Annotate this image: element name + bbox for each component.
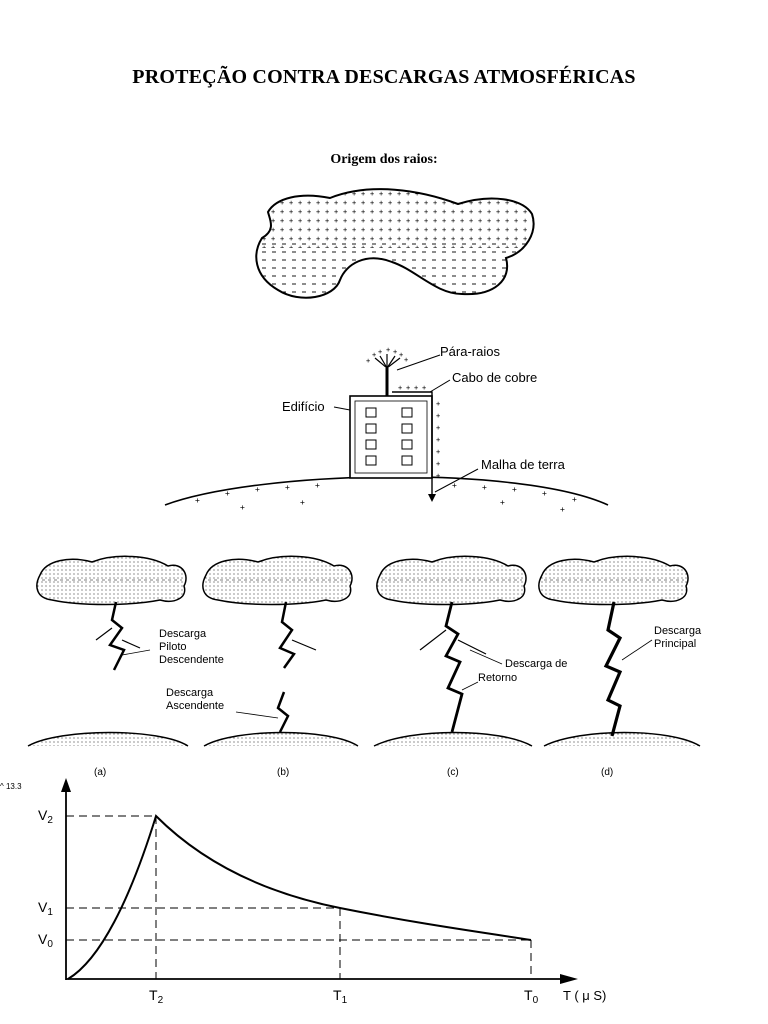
x-tick-t2: T2 [149, 987, 164, 1006]
lightning-rod-tip [374, 354, 401, 369]
svg-text:+: + [240, 503, 245, 512]
label-stage-d-line-1: Descarga [654, 625, 702, 637]
svg-text:+: + [404, 356, 408, 364]
ground-charges: + + + + + + + + + + + + + + [195, 481, 577, 514]
svg-text:+: + [378, 348, 382, 356]
building-body [349, 395, 433, 479]
label-stage-a-line-3: Descendente [159, 654, 224, 666]
svg-text:+: + [195, 496, 200, 505]
svg-text:+: + [512, 485, 517, 494]
svg-text:+: + [285, 483, 290, 492]
svg-text:+: + [406, 384, 410, 392]
svg-text:+: + [542, 489, 547, 498]
corner-mark: ^ 13.3 [0, 782, 22, 791]
copper-cable [392, 391, 433, 500]
building-windows [365, 407, 413, 466]
x-tick-t1: T1 [333, 987, 348, 1006]
svg-text:+: + [399, 351, 403, 359]
y-tick-v2: V2 [38, 807, 53, 826]
x-axis-label: T ( μ S) [563, 988, 606, 1003]
y-tick-v1: V1 [38, 899, 53, 918]
svg-text:+: + [436, 424, 440, 432]
label-stage-c-line-2: Retorno [478, 672, 517, 684]
pilot-leader-b [278, 601, 296, 669]
svg-text:+: + [300, 498, 305, 507]
voltage-curve [67, 814, 532, 980]
svg-text:+: + [315, 481, 320, 490]
svg-text:+: + [372, 351, 376, 359]
x-tick-t0: T0 [524, 987, 539, 1006]
cloud-d [538, 555, 689, 606]
label-stage-b-line-1: Descarga [166, 687, 214, 699]
thundercloud-illustration [255, 188, 535, 299]
y-axis-arrow [61, 778, 71, 792]
caption-stage-d: (d) [601, 767, 613, 778]
x-axis-arrow [560, 974, 578, 984]
y-tick-v0: V0 [38, 931, 53, 950]
svg-text:+: + [436, 472, 440, 480]
stage-d: Descarga Principal (d) [538, 555, 702, 778]
page-title: PROTEÇÃO CONTRA DESCARGAS ATMOSFÉRICAS [132, 66, 636, 88]
svg-text:+: + [500, 498, 505, 507]
svg-text:+: + [572, 495, 577, 504]
label-stage-b-line-2: Ascendente [166, 700, 224, 712]
label-building: Edifício [282, 399, 325, 414]
label-copper-cable: Cabo de cobre [452, 370, 537, 385]
label-lightning-rod: Pára-raios [440, 344, 500, 359]
ground-d [543, 731, 701, 747]
caption-stage-a: (a) [94, 767, 106, 778]
return-stroke-c [444, 601, 464, 733]
svg-text:+: + [366, 357, 370, 365]
main-stroke-d [603, 601, 623, 737]
reference-lines [66, 815, 532, 979]
discharge-stages: Descarga Piloto Descendente (a) Descarga… [27, 555, 702, 778]
svg-text:+: + [414, 384, 418, 392]
svg-text:+: + [398, 384, 402, 392]
stage-c: Descarga de Retorno (c) [373, 555, 567, 778]
label-stage-a-line-1: Descarga [159, 628, 207, 640]
label-stage-a-line-2: Piloto [159, 641, 187, 653]
svg-text:+: + [255, 485, 260, 494]
caption-stage-c: (c) [447, 767, 459, 778]
ground-b [203, 731, 359, 747]
svg-text:+: + [386, 346, 390, 354]
waveform-chart: V2 V1 V0 T2 T1 T0 T ( μ S) [38, 778, 606, 1006]
svg-text:+: + [482, 483, 487, 492]
pilot-leader-a [108, 601, 126, 671]
building-diagram: ++++ ++++ ++ ++++ ++++ +++ ++++ [164, 344, 609, 514]
stage-b: Descarga Ascendente (b) [166, 555, 359, 778]
svg-text:+: + [560, 505, 565, 514]
label-ground-mesh: Malha de terra [481, 457, 566, 472]
section-heading: Origem dos raios: [330, 152, 438, 167]
caption-stage-b: (b) [277, 767, 289, 778]
ground-c [373, 731, 533, 747]
cloud-c [376, 555, 527, 606]
cloud-a [36, 555, 187, 606]
cloud-b [202, 555, 353, 606]
svg-text:+: + [436, 412, 440, 420]
label-stage-d-line-2: Principal [654, 638, 696, 650]
svg-text:+: + [422, 384, 426, 392]
label-stage-c-line-1: Descarga de [505, 658, 567, 670]
svg-text:+: + [436, 400, 440, 408]
svg-text:+: + [393, 348, 397, 356]
upward-leader-b [276, 691, 290, 733]
svg-text:+: + [225, 489, 230, 498]
svg-text:+: + [436, 436, 440, 444]
svg-text:+: + [436, 460, 440, 468]
stage-a: Descarga Piloto Descendente (a) [27, 555, 224, 778]
svg-text:+: + [436, 448, 440, 456]
ground-a [27, 731, 189, 747]
svg-text:+: + [452, 481, 457, 490]
